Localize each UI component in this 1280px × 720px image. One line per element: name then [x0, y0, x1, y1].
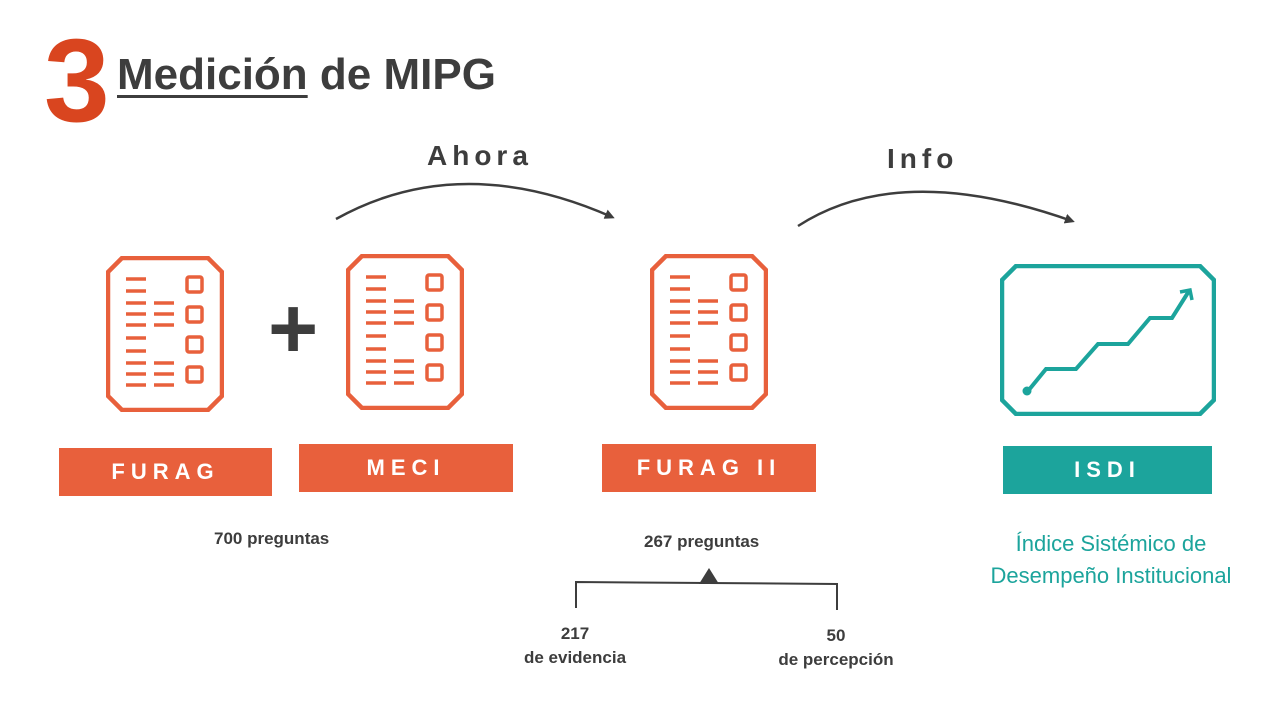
breakdown-bracket [575, 580, 838, 610]
perception-text: de percepción [778, 650, 894, 669]
triangle-marker [699, 568, 719, 584]
evidence-text: de evidencia [523, 648, 627, 667]
isdi-description: Índice Sistémico de Desempeño Institucio… [990, 531, 1232, 588]
count-furag-meci: 700 preguntas [214, 529, 330, 548]
checklist-document-icon [650, 254, 768, 410]
arrow-label-ahora: Ahora [427, 140, 533, 171]
arrow-ahora [335, 182, 615, 221]
perception-number: 50 [826, 626, 846, 645]
title-rest: de MIPG [307, 50, 496, 99]
evidence-number: 217 [560, 624, 590, 643]
checklist-document-icon [106, 256, 224, 412]
arrow-info [797, 190, 1075, 228]
arrow-label-info: Info [887, 143, 959, 174]
badge-isdi: ISDI [1003, 446, 1212, 494]
section-number: 3 [44, 15, 110, 147]
breakdown-perception: 50 de percepción [756, 624, 916, 672]
badge-furag-ii: FURAG II [602, 444, 816, 492]
badge-furag: FURAG [59, 448, 272, 496]
breakdown-evidence: 217 de evidencia [500, 622, 650, 670]
page-title: Medición de MIPG [117, 50, 496, 100]
checklist-document-icon [346, 254, 464, 410]
badge-meci: MECI [299, 444, 513, 492]
plus-icon: + [268, 281, 319, 377]
count-furag-ii: 267 preguntas [644, 532, 760, 551]
growth-chart-icon [1000, 264, 1216, 416]
title-underlined-word: Medición [117, 50, 308, 99]
